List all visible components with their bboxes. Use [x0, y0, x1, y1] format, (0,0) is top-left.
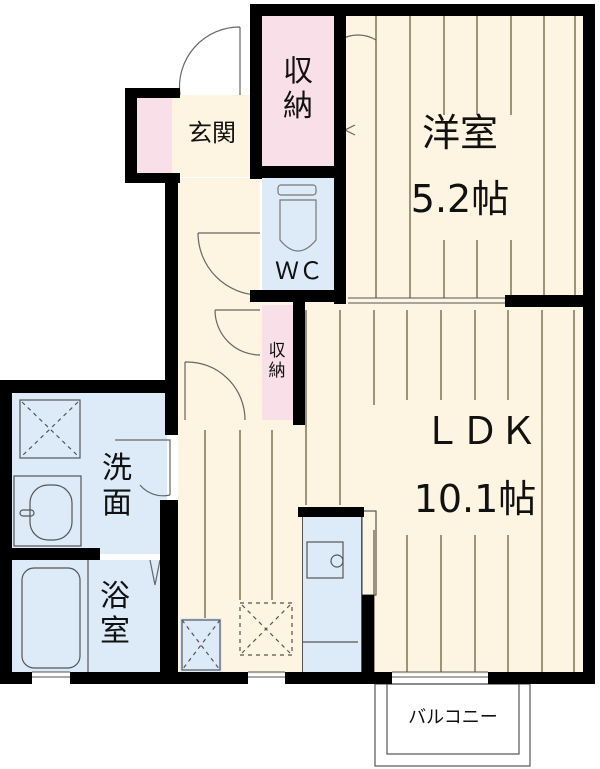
wall [0, 672, 32, 684]
entrance-label: 玄関 [188, 119, 236, 147]
wall [505, 295, 595, 307]
ldk-name: ＬＤＫ [422, 409, 537, 453]
storage-mid-label: 収 納 [268, 341, 286, 381]
wall [285, 672, 392, 684]
bathroom-label: 浴 室 [100, 579, 130, 649]
hallway-floor [178, 178, 260, 428]
storage-mid-area [262, 305, 295, 420]
wall [250, 4, 262, 179]
western-room-name: 洋室 [421, 111, 498, 155]
wall [125, 88, 180, 98]
wall [0, 548, 100, 560]
wall [160, 500, 178, 684]
wall [125, 173, 180, 183]
ldk-size: 10.1帖 [413, 477, 537, 521]
wall [0, 380, 178, 393]
storage-top-area [262, 12, 334, 167]
wall [488, 672, 595, 684]
wall [165, 173, 178, 435]
balcony-label: バルコニー [408, 707, 498, 728]
wall [0, 380, 12, 684]
washroom-area [12, 392, 167, 554]
western-room-size: 5.2帖 [410, 177, 510, 221]
entrance-floor [172, 95, 252, 177]
storage-top-label: 収 納 [283, 54, 313, 124]
washroom-label: 洗 面 [102, 451, 132, 521]
wall [334, 4, 346, 304]
wall [583, 4, 595, 684]
wall [362, 595, 374, 675]
wall [293, 295, 305, 425]
wall [250, 166, 345, 178]
wc-label: ＷＣ [275, 257, 323, 285]
wall [298, 507, 364, 517]
wall [70, 672, 248, 684]
entrance-shoebox [137, 95, 172, 177]
wall [125, 88, 137, 183]
bathroom-area [12, 560, 167, 672]
wall [250, 4, 595, 16]
